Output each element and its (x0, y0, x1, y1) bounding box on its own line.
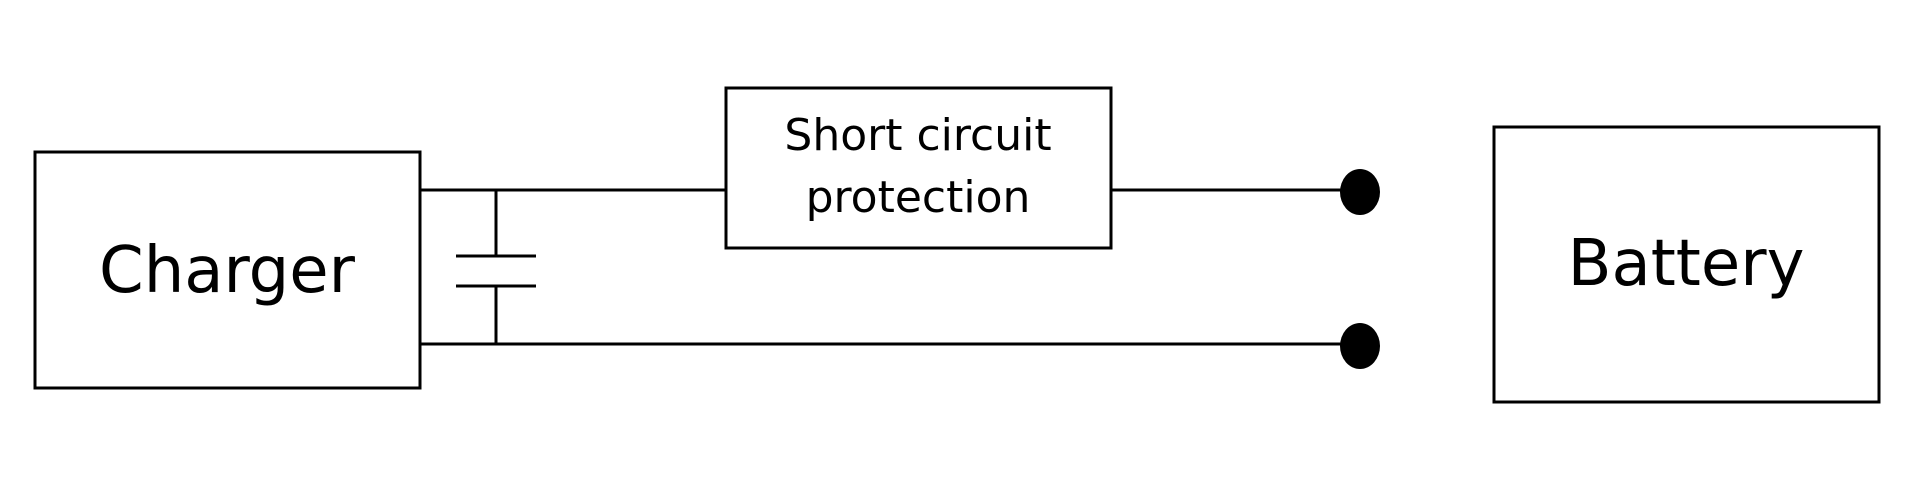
protection-box (724, 86, 1113, 250)
battery-box (1492, 125, 1881, 404)
battery-block: Battery (1492, 125, 1881, 404)
battery-label: Battery (1568, 227, 1805, 301)
protection-label-line1: Short circuit (784, 110, 1051, 161)
negative-terminal-icon (1340, 323, 1380, 369)
charger-label: Charger (99, 234, 356, 308)
short-circuit-protection-block: Short circuit protection (724, 86, 1113, 250)
charger-box (33, 150, 422, 390)
charger-block: Charger (33, 150, 422, 390)
positive-terminal-icon (1340, 169, 1380, 215)
protection-label-line2: protection (806, 172, 1031, 223)
capacitor-icon (456, 190, 536, 344)
